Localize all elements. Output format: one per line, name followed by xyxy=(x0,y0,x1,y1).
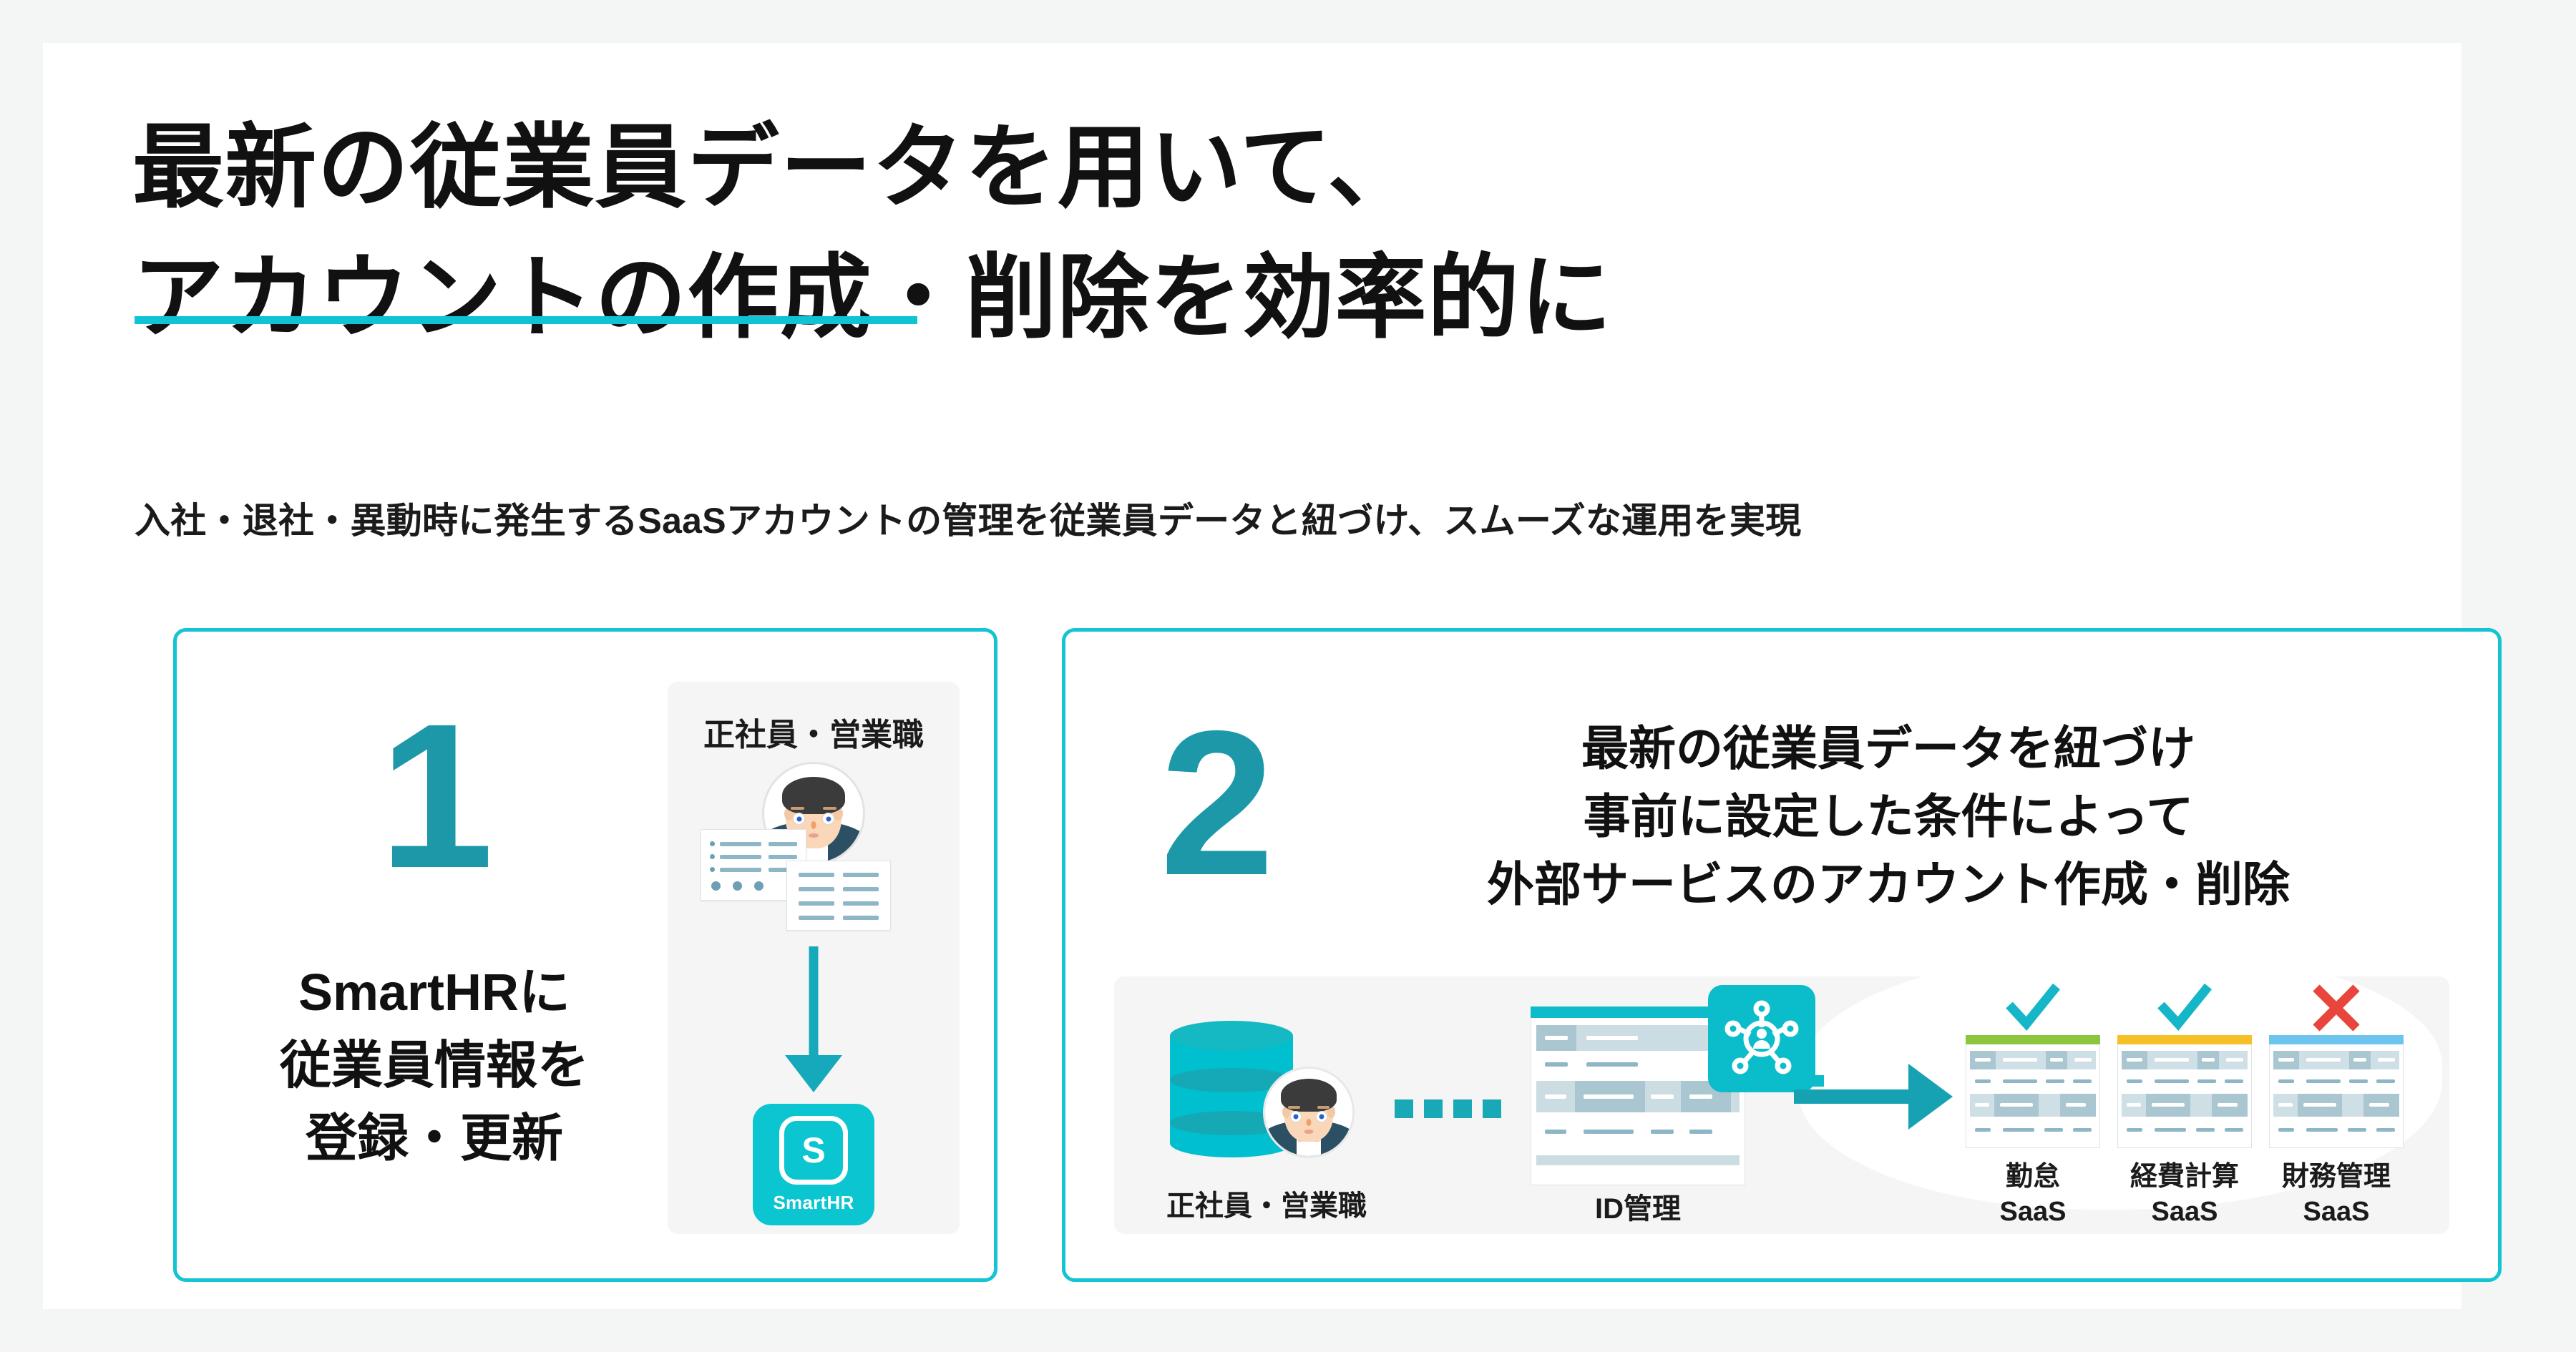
step-1-text-line-3: 登録・更新 xyxy=(305,1110,563,1168)
saas-header-bar xyxy=(2269,1035,2404,1044)
step-1-number: 1 xyxy=(379,681,494,911)
headline-line-2: アカウントの作成・削除を効率的に xyxy=(132,246,1613,349)
identity-network-icon xyxy=(1708,985,1815,1092)
step-2-heading-line-1: 最新の従業員データを紐づけ xyxy=(1581,722,2195,775)
saas-name-line-2: SaaS xyxy=(2303,1196,2370,1227)
step-2-heading: 最新の従業員データを紐づけ 事前に設定した条件によって 外部サービスのアカウント… xyxy=(1323,715,2454,919)
saas-header-bar xyxy=(2117,1035,2252,1044)
subtitle: 入社・退社・異動時に発生するSaaSアカウントの管理を従業員データと紐づけ、スム… xyxy=(135,501,1802,541)
saas-card: 財務管理 SaaS xyxy=(2269,984,2404,1227)
step-2-heading-line-2: 事前に設定した条件によって xyxy=(1583,790,2194,843)
step-card-1: 1 SmartHRに 従業員情報を 登録・更新 正社員・営業職 xyxy=(173,628,997,1282)
status-cross-icon xyxy=(2309,982,2363,1039)
step-1-illustration-panel: 正社員・営業職 xyxy=(668,682,960,1234)
step-1-text-line-2: 従業員情報を xyxy=(279,1037,589,1095)
status-check-icon xyxy=(2154,981,2215,1039)
arrow-right-icon xyxy=(1794,1064,1953,1130)
step-2-heading-line-3: 外部サービスのアカウント作成・削除 xyxy=(1487,858,2290,911)
smarthr-logo-badge: S SmartHR xyxy=(753,1104,874,1225)
employee-avatar-icon xyxy=(1263,1067,1355,1158)
smarthr-badge-label: SmartHR xyxy=(773,1191,854,1213)
status-check-icon xyxy=(2002,981,2064,1039)
saas-card: 経費計算 SaaS xyxy=(2117,983,2252,1227)
saas-card-label: 経費計算 SaaS xyxy=(2130,1160,2239,1229)
step-2-number: 2 xyxy=(1159,688,1275,919)
saas-name-line-1: 財務管理 xyxy=(2281,1162,2391,1192)
step-1-panel-label: 正社員・営業職 xyxy=(703,717,924,753)
saas-card-label: 財務管理 SaaS xyxy=(2282,1160,2391,1229)
saas-name-line-1: 経費計算 xyxy=(2129,1162,2240,1192)
step-1-text-block: 1 SmartHRに 従業員情報を 登録・更新 xyxy=(220,693,649,1176)
step-1-text-line-1: SmartHRに xyxy=(298,964,571,1022)
headline-line-1: 最新の従業員データを用いて、 xyxy=(132,117,1420,219)
page-title: 最新の従業員データを用いて、 アカウントの作成・削除を効率的に xyxy=(132,103,1993,363)
headline-accent-underline xyxy=(135,316,917,324)
idm-label: ID管理 xyxy=(1595,1193,1681,1225)
saas-name-line-2: SaaS xyxy=(1999,1196,2067,1227)
slide-page: 最新の従業員データを用いて、 アカウントの作成・削除を効率的に 入社・退社・異動… xyxy=(43,43,2502,1309)
saas-name-line-2: SaaS xyxy=(2151,1196,2218,1227)
smarthr-mark-icon: S xyxy=(779,1115,848,1185)
saas-header-bar xyxy=(1966,1035,2100,1044)
step-card-2: 2 最新の従業員データを紐づけ 事前に設定した条件によって 外部サービスのアカウ… xyxy=(1062,628,2502,1282)
saas-name-line-1: 勤怠 xyxy=(2005,1162,2060,1192)
source-label: 正社員・営業職 xyxy=(1166,1190,1367,1222)
saas-card-label: 勤怠 SaaS xyxy=(2000,1160,2067,1229)
saas-card: 勤怠 SaaS xyxy=(1966,983,2100,1227)
dotted-connector-icon xyxy=(1395,1099,1501,1118)
arrow-down-icon xyxy=(668,946,960,1097)
step-2-flow-panel: 正社員・営業職 xyxy=(1114,976,2449,1234)
